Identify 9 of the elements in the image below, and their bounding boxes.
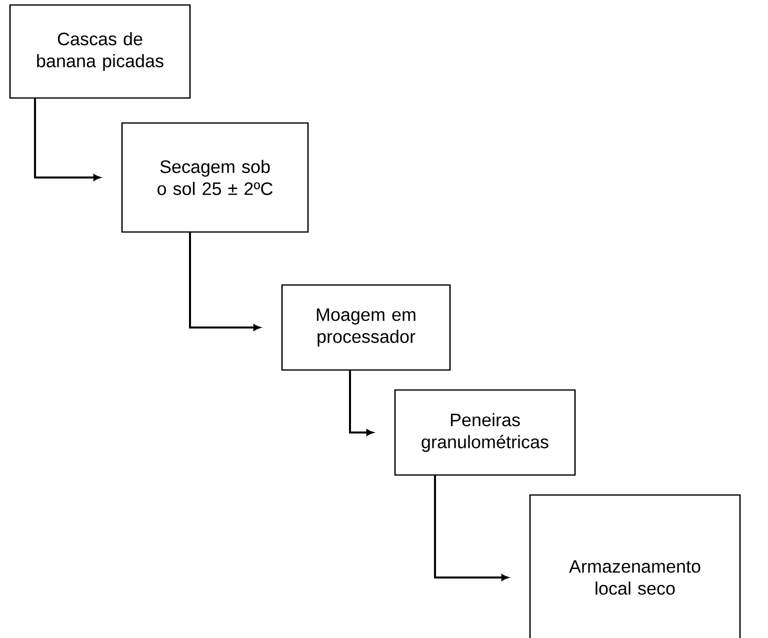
arrow <box>34 98 100 181</box>
process-box: Peneiras granulométricas <box>394 389 576 476</box>
arrow <box>189 232 260 331</box>
process-box: Cascas de banana picadas <box>9 4 191 99</box>
process-box: Secagem sob o sol 25 ± 2ºC <box>121 122 309 233</box>
process-box: Moagem em processador <box>281 284 451 371</box>
process-box: Armazenamento local seco <box>529 494 741 638</box>
arrow <box>434 476 508 581</box>
arrow <box>349 370 374 436</box>
